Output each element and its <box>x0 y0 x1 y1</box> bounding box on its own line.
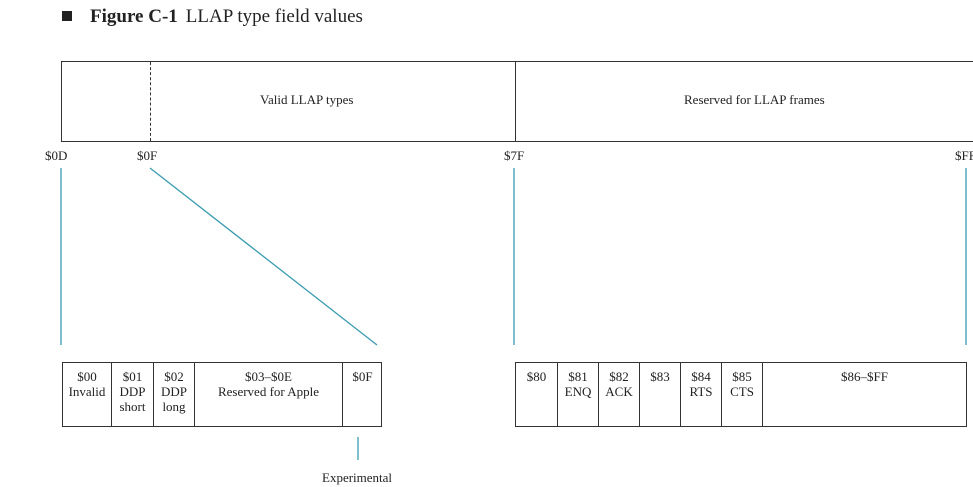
cell-value: $86–$FF <box>841 369 888 384</box>
cell-value: $83 <box>650 369 670 384</box>
cell-value: $01 <box>122 369 143 384</box>
cell-0f: $0F <box>342 363 382 426</box>
cell-value: $02 <box>164 369 184 384</box>
cell-value: $81 <box>568 369 588 384</box>
experimental-label: Experimental <box>322 470 393 485</box>
connector-line <box>149 167 378 346</box>
cell-desc: Invalid <box>68 384 106 399</box>
tick-0f: $0F <box>137 148 158 163</box>
cell-desc: ACK <box>605 384 633 399</box>
range-divider <box>515 62 516 141</box>
cell-desc: DDP long <box>160 384 187 414</box>
figure-label: Figure C-1 <box>90 6 178 27</box>
cell-86-ff: $86–$FF <box>762 363 966 426</box>
cell-value: $85 <box>732 369 752 384</box>
cell-desc: ENQ <box>564 384 592 399</box>
cell-value: $84 <box>691 369 711 384</box>
cell-value: $82 <box>609 369 629 384</box>
range-dashed-marker <box>150 62 151 141</box>
cell-desc: CTS <box>730 384 754 399</box>
figure-title: Figure C-1 LLAP type field values <box>62 6 363 28</box>
cell-value: $0F <box>352 369 373 384</box>
cell-value: $03–$0E <box>245 369 292 384</box>
cell-desc: DDP short <box>119 384 146 414</box>
cell-desc: RTS <box>689 384 713 399</box>
tick-0d: $0D <box>45 148 68 163</box>
tick-7f: $7F <box>504 148 525 163</box>
valid-llap-types-label: Valid LLAP types <box>260 92 354 107</box>
tick-ff: $FF <box>955 148 973 163</box>
cell-80: $80 <box>516 363 557 426</box>
cell-desc: Reserved for Apple <box>217 384 320 399</box>
cell-value: $00 <box>77 369 97 384</box>
bullet-icon <box>62 10 72 21</box>
range-bar: Valid LLAP types Reserved for LLAP frame… <box>61 61 973 142</box>
reserved-llap-frames-label: Reserved for LLAP frames <box>684 92 825 107</box>
figure-caption: LLAP type field values <box>185 6 363 27</box>
cell-value: $80 <box>526 369 547 384</box>
cell-83: $83 <box>639 363 680 426</box>
